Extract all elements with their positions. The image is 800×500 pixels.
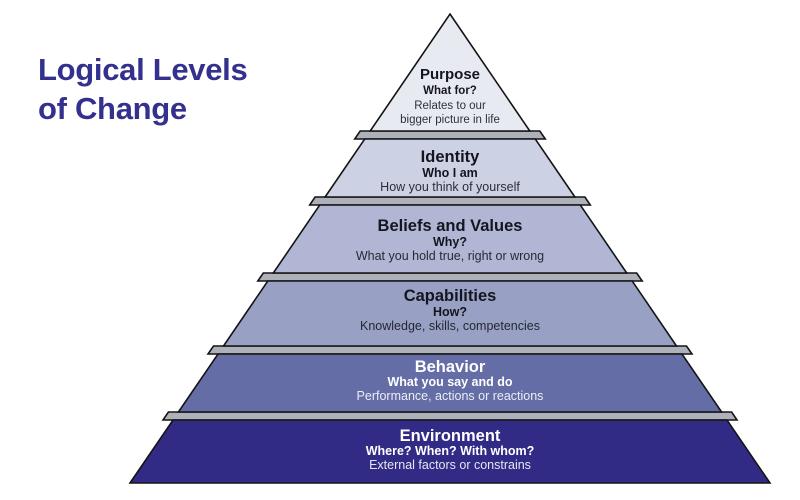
purpose-shape [368, 12, 532, 132]
beliefs-and-values-shape [271, 204, 629, 274]
beliefs-and-values-description: What you hold true, right or wrong [356, 249, 544, 263]
pyramid-slab-1 [353, 130, 547, 140]
pyramid-level-environment: Environment Where? When? With whom? Exte… [128, 419, 772, 484]
identity-description: How you think of yourself [380, 180, 520, 194]
page-title-line-1: Logical Levels [38, 52, 247, 87]
pyramid-slab-2 [308, 196, 592, 206]
capabilities-subtitle: How? [433, 305, 467, 319]
purpose-title: Purpose [420, 66, 480, 83]
pyramid-slab-3 [256, 272, 644, 282]
identity-subtitle: Who I am [422, 166, 478, 180]
capabilities-title: Capabilities [404, 287, 497, 305]
behavior-shape [176, 353, 724, 413]
purpose-description-line-1: Relates to our [414, 100, 486, 112]
beliefs-and-values-title: Beliefs and Values [378, 217, 523, 235]
capabilities-description: Knowledge, skills, competencies [360, 319, 540, 333]
pyramid-level-capabilities: Capabilities How? Knowledge, skills, com… [221, 280, 679, 347]
behavior-subtitle: What you say and do [387, 375, 512, 389]
purpose-description-line-2: bigger picture in life [400, 114, 500, 126]
environment-shape [128, 419, 772, 484]
behavior-title: Behavior [415, 358, 486, 376]
pyramid: Purpose What for? Relates to our bigger … [128, 12, 772, 484]
beliefs-and-values-subtitle: Why? [433, 235, 467, 249]
environment-description: External factors or constrains [369, 458, 531, 472]
purpose-subtitle: What for? [423, 85, 477, 97]
pyramid-slab-4 [206, 345, 694, 355]
environment-subtitle: Where? When? With whom? [366, 444, 535, 458]
capabilities-shape [221, 280, 679, 347]
identity-title: Identity [421, 148, 480, 166]
page-title-line-2: of Change [38, 91, 187, 126]
environment-title: Environment [400, 427, 501, 445]
behavior-description: Performance, actions or reactions [357, 389, 544, 403]
identity-shape [323, 138, 577, 198]
pyramid-level-beliefs-and-values: Beliefs and Values Why? What you hold tr… [271, 204, 629, 274]
pyramid-level-behavior: Behavior What you say and do Performance… [176, 353, 724, 413]
pyramid-level-purpose: Purpose What for? Relates to our bigger … [368, 12, 532, 132]
pyramid-slab-5 [161, 411, 739, 421]
pyramid-level-identity: Identity Who I am How you think of yours… [323, 138, 577, 198]
